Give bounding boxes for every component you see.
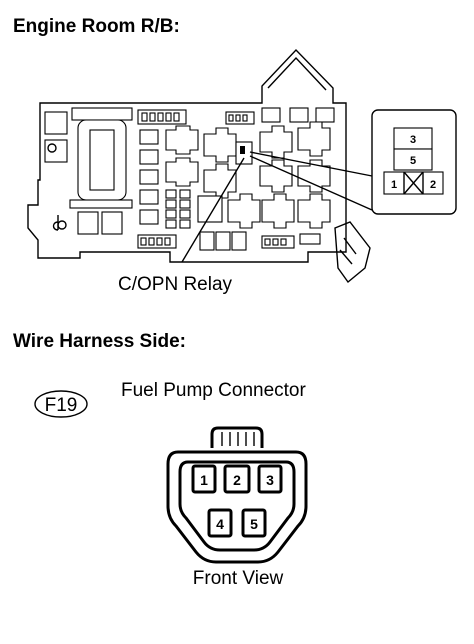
relay-block-outline — [27, 48, 371, 284]
connector-code-badge: F19 — [34, 390, 88, 418]
connector-pin-3: 3 — [266, 472, 274, 488]
relay-pin-1: 1 — [391, 179, 397, 191]
relay-pinout-detail: 3 5 1 2 — [371, 109, 457, 215]
connector-code: F19 — [45, 395, 78, 416]
connector-pin-4: 4 — [216, 516, 224, 532]
callout-lines — [181, 151, 373, 263]
wire-harness-side-title: Wire Harness Side: — [13, 331, 186, 352]
connector-pin-5: 5 — [250, 516, 258, 532]
relay-pin-5: 5 — [410, 155, 416, 167]
front-view-label: Front View — [193, 568, 284, 589]
relay-pin-3: 3 — [410, 134, 416, 146]
fuel-pump-connector: 1 2 3 4 5 — [166, 426, 308, 564]
connector-pin-1: 1 — [200, 472, 208, 488]
engine-room-rb-title: Engine Room R/B: — [13, 16, 180, 37]
fuel-pump-connector-label: Fuel Pump Connector — [121, 380, 306, 401]
connector-pin-2: 2 — [233, 472, 241, 488]
c-opn-relay-label: C/OPN Relay — [118, 274, 233, 295]
relay-pin-2: 2 — [430, 179, 436, 191]
